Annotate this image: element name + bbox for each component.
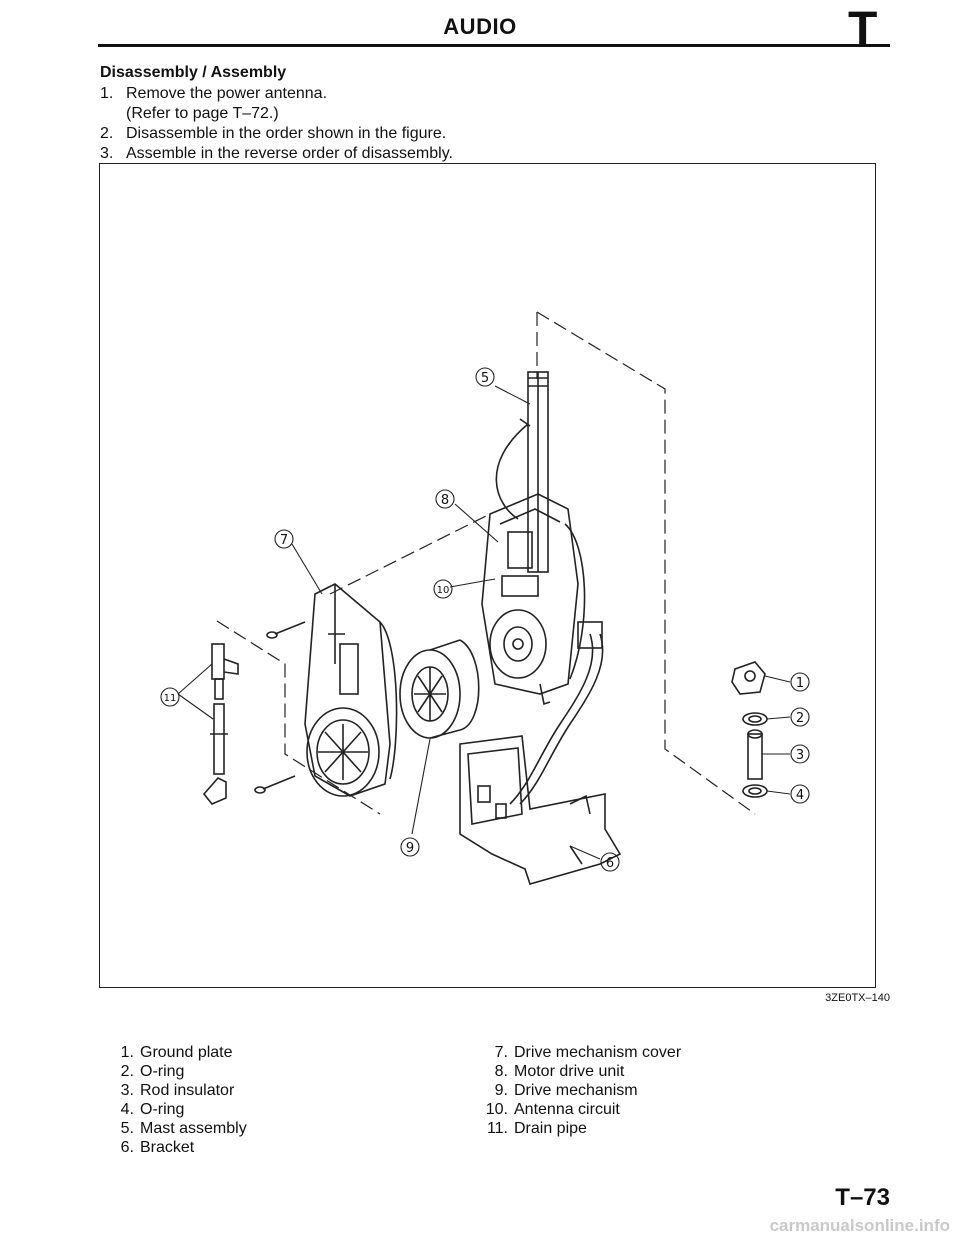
step-text: Remove the power antenna. [126, 85, 328, 102]
callout-2: 2 [796, 711, 804, 726]
legend-number: 2. [120, 1063, 134, 1080]
step-number: 2. [100, 125, 114, 142]
legend-number: 10. [485, 1101, 508, 1118]
legend-number: 9. [494, 1082, 508, 1099]
callout-circles [160, 367, 810, 872]
legend-label: Antenna circuit [514, 1101, 620, 1118]
drive-mechanism [399, 639, 480, 739]
motor-drive-unit [481, 493, 586, 706]
legend-label: Mast assembly [140, 1120, 247, 1137]
page-number: T–73 [835, 1184, 890, 1211]
step-1-reference: (Refer to page T–72.) [126, 105, 279, 122]
legend-label: O-ring [140, 1063, 185, 1080]
legend-label: Drain pipe [514, 1120, 587, 1137]
mast-assembly [495, 371, 549, 573]
legend-left-column: 1.Ground plate 2.O-ring 3.Rod insulator … [102, 1043, 247, 1157]
callout-11: 11 [164, 693, 177, 704]
legend-number: 7. [494, 1044, 508, 1061]
legend-item: 11. Drain pipe [476, 1119, 681, 1138]
exploded-view-drawing: 1 2 3 4 5 6 7 8 9 10 11 [160, 311, 810, 885]
exploded-view-figure: 1 2 3 4 5 6 7 8 9 10 11 [99, 163, 876, 988]
legend-item: 10. Antenna circuit [476, 1100, 681, 1119]
legend-number: 5. [120, 1120, 134, 1137]
callout-4: 4 [796, 788, 804, 803]
legend-right-column: 7. Drive mechanism cover 8. Motor drive un… [476, 1043, 681, 1138]
legend-label: Motor drive unit [514, 1063, 625, 1080]
callout-10: 10 [437, 585, 450, 596]
assembly-outline [216, 311, 756, 815]
step-1: 1. Remove the power antenna. [100, 84, 453, 104]
callout-7: 7 [280, 533, 288, 548]
legend-label: Ground plate [140, 1044, 233, 1061]
legend-label: Drive mechanism cover [514, 1044, 682, 1061]
legend-label: Rod insulator [140, 1082, 235, 1099]
figure-code: 3ZE0TX–140 [825, 992, 890, 1004]
step-number: 3. [100, 145, 114, 162]
procedure-steps: 1. Remove the power antenna. (Refer to p… [100, 84, 453, 164]
callout-numbers: 1 2 3 4 5 6 7 8 9 10 11 [164, 371, 805, 871]
legend-item: 4. O-ring [102, 1100, 247, 1119]
small-parts-stack [731, 661, 768, 798]
step-text: Disassemble in the order shown in the fi… [126, 125, 447, 142]
legend-item: 7. Drive mechanism cover [476, 1043, 682, 1062]
legend-label: O-ring [140, 1101, 185, 1118]
antenna-circuit [509, 621, 604, 805]
step-text: Assemble in the reverse order of disasse… [126, 145, 453, 162]
page-title: AUDIO [443, 14, 517, 39]
bracket [459, 735, 622, 885]
callout-6: 6 [606, 856, 614, 871]
legend-item: 5. Mast assembly [102, 1119, 247, 1138]
legend-item: 6. Bracket [102, 1138, 247, 1157]
section-letter: T [848, 3, 878, 56]
legend-item: 3. Rod insulator [102, 1081, 247, 1100]
callout-5: 5 [481, 371, 489, 386]
screws [254, 621, 306, 794]
legend-number: 6. [120, 1139, 134, 1156]
drain-pipe [202, 643, 239, 805]
legend-label: Drive mechanism [514, 1082, 638, 1099]
legend-number: 11. [486, 1120, 508, 1137]
callout-3: 3 [796, 748, 804, 763]
legend-item: 2. O-ring [102, 1062, 247, 1081]
step-number: 1. [100, 85, 114, 102]
header-rule [98, 44, 890, 47]
legend-number: 3. [120, 1082, 134, 1099]
leader-lines [177, 385, 791, 860]
legend-label: Bracket [140, 1139, 195, 1156]
legend-number: 8. [494, 1063, 508, 1080]
callout-8: 8 [441, 493, 449, 508]
step-3: 3. Assemble in the reverse order of disa… [100, 144, 453, 164]
legend-item: 8. Motor drive unit [476, 1062, 681, 1081]
callout-1: 1 [796, 676, 804, 691]
drive-mechanism-cover [304, 583, 398, 797]
legend-item: 1. Ground plate [102, 1043, 247, 1062]
step-2: 2. Disassemble in the order shown in the… [100, 124, 453, 144]
watermark: carmanualsonline.info [769, 1216, 950, 1235]
callout-9: 9 [406, 841, 414, 856]
legend-item: 9. Drive mechanism [476, 1081, 681, 1100]
legend-number: 4. [120, 1101, 134, 1118]
procedure-heading: Disassembly / Assembly [100, 64, 287, 81]
legend-number: 1. [120, 1044, 134, 1061]
